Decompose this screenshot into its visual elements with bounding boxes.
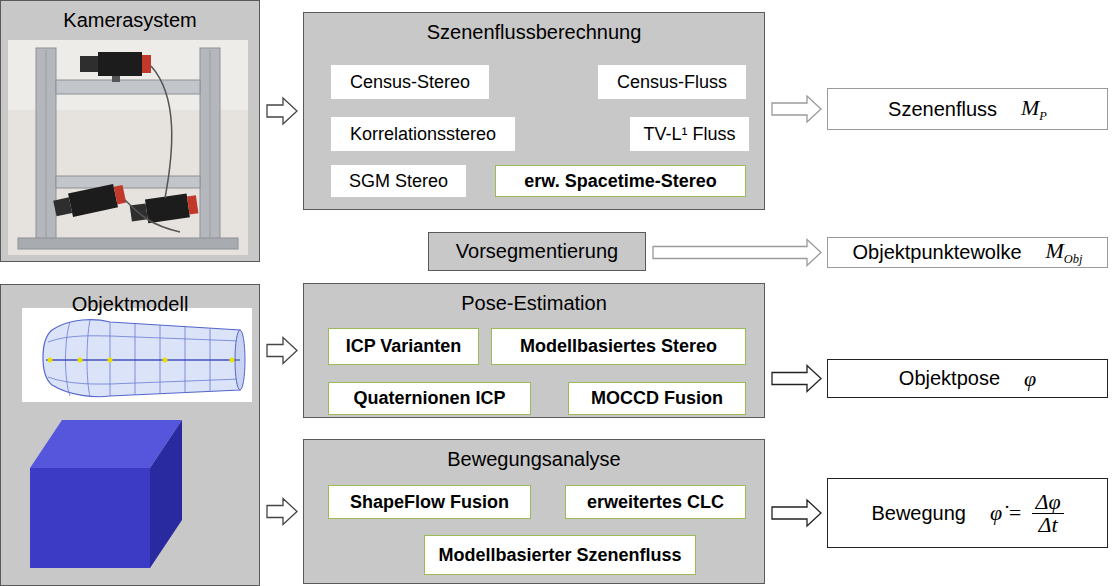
formula-text: φ̇ = — [990, 500, 1023, 526]
process-panel: SzenenflussberechnungCensus-Stereo Census… — [303, 12, 765, 210]
process-label: Vorsegmentierung — [456, 240, 618, 263]
method-label: erweitertes CLC — [587, 492, 724, 513]
method-box: Modellbasierter Szenenfluss — [424, 535, 695, 575]
box-model — [30, 420, 182, 568]
method-box: Census-Stereo — [331, 65, 489, 99]
method-box: erw. Spacetime-Stereo — [495, 165, 746, 197]
method-box: Census-Fluss — [598, 65, 746, 99]
formula-text: Δt — [1036, 514, 1061, 536]
block-arrow — [772, 96, 821, 122]
method-box: erweitertes CLC — [565, 485, 746, 519]
method-label: SGM Stereo — [349, 171, 448, 192]
method-label: Modellbasiertes Stereo — [520, 336, 717, 357]
method-box: ShapeFlow Fusion — [328, 485, 531, 519]
formula-text: φ — [1024, 366, 1036, 392]
formula-text: MObj — [1046, 238, 1083, 267]
camera-rig-photo — [8, 40, 248, 255]
panel-title: Objektmodell — [1, 292, 259, 316]
panel-title: Bewegungsanalyse — [304, 447, 764, 471]
panel-title: Szenenflussberechnung — [304, 20, 764, 44]
output-box: Objektpunktewolke MObj — [827, 237, 1108, 268]
method-label: ICP Varianten — [346, 336, 462, 357]
process-panel: BewegungsanalyseShapeFlow Fusion erweiter… — [303, 439, 765, 584]
block-arrow — [267, 499, 297, 525]
arm-mesh-model — [22, 308, 252, 402]
block-arrow — [653, 240, 821, 266]
process-box: Vorsegmentierung — [428, 232, 646, 271]
block-arrow — [267, 338, 297, 364]
block-arrow — [772, 500, 821, 526]
output-box: Objektpose φ — [827, 359, 1108, 398]
block-arrow — [267, 98, 297, 124]
method-label: erw. Spacetime-Stereo — [524, 171, 716, 192]
output-box: Szenenfluss MP — [827, 88, 1108, 130]
method-box: Quaternionen ICP — [328, 382, 531, 415]
block-arrow — [772, 366, 821, 392]
output-label: Bewegung — [871, 502, 966, 525]
method-label: MOCCD Fusion — [591, 388, 723, 409]
process-panel: Pose-EstimationICP Varianten Modellbasier… — [303, 283, 765, 418]
formula-text: MP — [1021, 95, 1047, 124]
method-box: MOCCD Fusion — [568, 382, 746, 415]
fraction: ΔφΔt — [1032, 491, 1063, 536]
method-box: SGM Stereo — [331, 165, 466, 197]
method-label: Census-Stereo — [350, 72, 470, 93]
method-label: ShapeFlow Fusion — [350, 492, 509, 513]
method-box: Korrelationsstereo — [331, 117, 515, 151]
method-label: Korrelationsstereo — [350, 124, 496, 145]
output-label: Objektpose — [899, 367, 1000, 390]
panel-title: Kamerasystem — [1, 8, 259, 32]
input-panel: Kamerasystem — [0, 0, 260, 262]
method-label: Census-Fluss — [617, 72, 727, 93]
method-box: Modellbasiertes Stereo — [491, 328, 746, 365]
method-label: Modellbasierter Szenenfluss — [438, 545, 681, 566]
panel-title: Pose-Estimation — [304, 291, 764, 315]
method-label: Quaternionen ICP — [353, 388, 505, 409]
formula-text: Δφ — [1032, 491, 1063, 514]
input-panel: Objektmodell — [0, 284, 260, 586]
output-box: Bewegung φ̇ = ΔφΔt — [827, 478, 1108, 548]
method-box: ICP Varianten — [328, 328, 479, 365]
method-box: TV-L¹ Fluss — [630, 117, 748, 151]
method-label: TV-L¹ Fluss — [643, 124, 735, 145]
output-label: Objektpunktewolke — [853, 241, 1022, 264]
output-label: Szenenfluss — [888, 98, 997, 121]
